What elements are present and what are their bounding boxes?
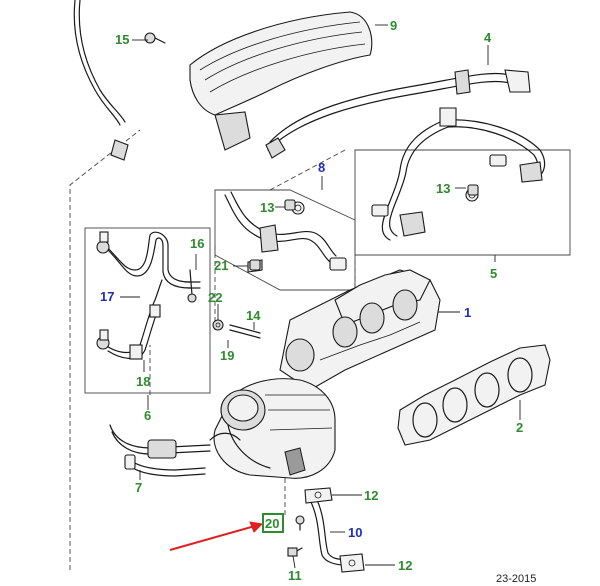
callout-17: 17: [100, 289, 114, 304]
callout-12a: 12: [364, 488, 378, 503]
part-9-heat-shield: [189, 11, 373, 151]
highlight-box-20: [262, 513, 284, 533]
callout-15: 15: [115, 32, 129, 47]
callout-18: 18: [136, 374, 150, 389]
group-box-5: [354, 149, 571, 256]
part-7-actuator: [109, 424, 241, 477]
callout-20: 20: [265, 516, 279, 531]
part-13-bolt-top: [284, 199, 296, 211]
turbocharger-body: [213, 378, 336, 479]
part-1-exhaust-manifold: [279, 269, 441, 391]
sensor-pipe-left: [73, 0, 129, 161]
callout-11: 11: [288, 568, 302, 583]
part-16-stud: [187, 269, 197, 303]
leader-lines: [120, 24, 521, 569]
callout-22: 22: [208, 290, 222, 305]
callout-6: 6: [144, 408, 151, 423]
part-11-bolt: [287, 547, 303, 557]
part-2-gasket: [397, 344, 551, 446]
part-10-pipe: [304, 487, 365, 573]
callout-16: 16: [190, 236, 204, 251]
part-21-bolt: [249, 259, 261, 271]
part-14-stud: [229, 324, 261, 339]
callout-14: 14: [246, 308, 261, 323]
callout-8: 8: [318, 160, 325, 175]
group-box-6: [84, 227, 211, 394]
callout-19: 19: [220, 348, 234, 363]
callout-9: 9: [390, 18, 397, 33]
part-13-bolt-right: [467, 184, 479, 196]
callout-13b: 13: [436, 181, 450, 196]
reference-code: 23-2015: [496, 573, 536, 585]
callout-7: 7: [135, 480, 142, 495]
part-22-nut: [212, 319, 224, 331]
callout-5: 5: [490, 266, 497, 281]
callout-2: 2: [516, 420, 523, 435]
part-15-bolt: [144, 32, 166, 44]
part-6-water-pipes: [96, 231, 201, 360]
callout-4: 4: [484, 30, 492, 45]
part-20-bolt: [295, 515, 305, 531]
callout-10: 10: [348, 525, 362, 540]
part-5-oil-pipe: [371, 107, 546, 241]
callout-12b: 12: [398, 558, 412, 573]
red-arrow: [169, 521, 264, 551]
part-4-oil-pipe: [265, 69, 531, 159]
callout-13a: 13: [260, 200, 274, 215]
callout-21: 21: [214, 258, 228, 273]
callout-1: 1: [464, 305, 471, 320]
